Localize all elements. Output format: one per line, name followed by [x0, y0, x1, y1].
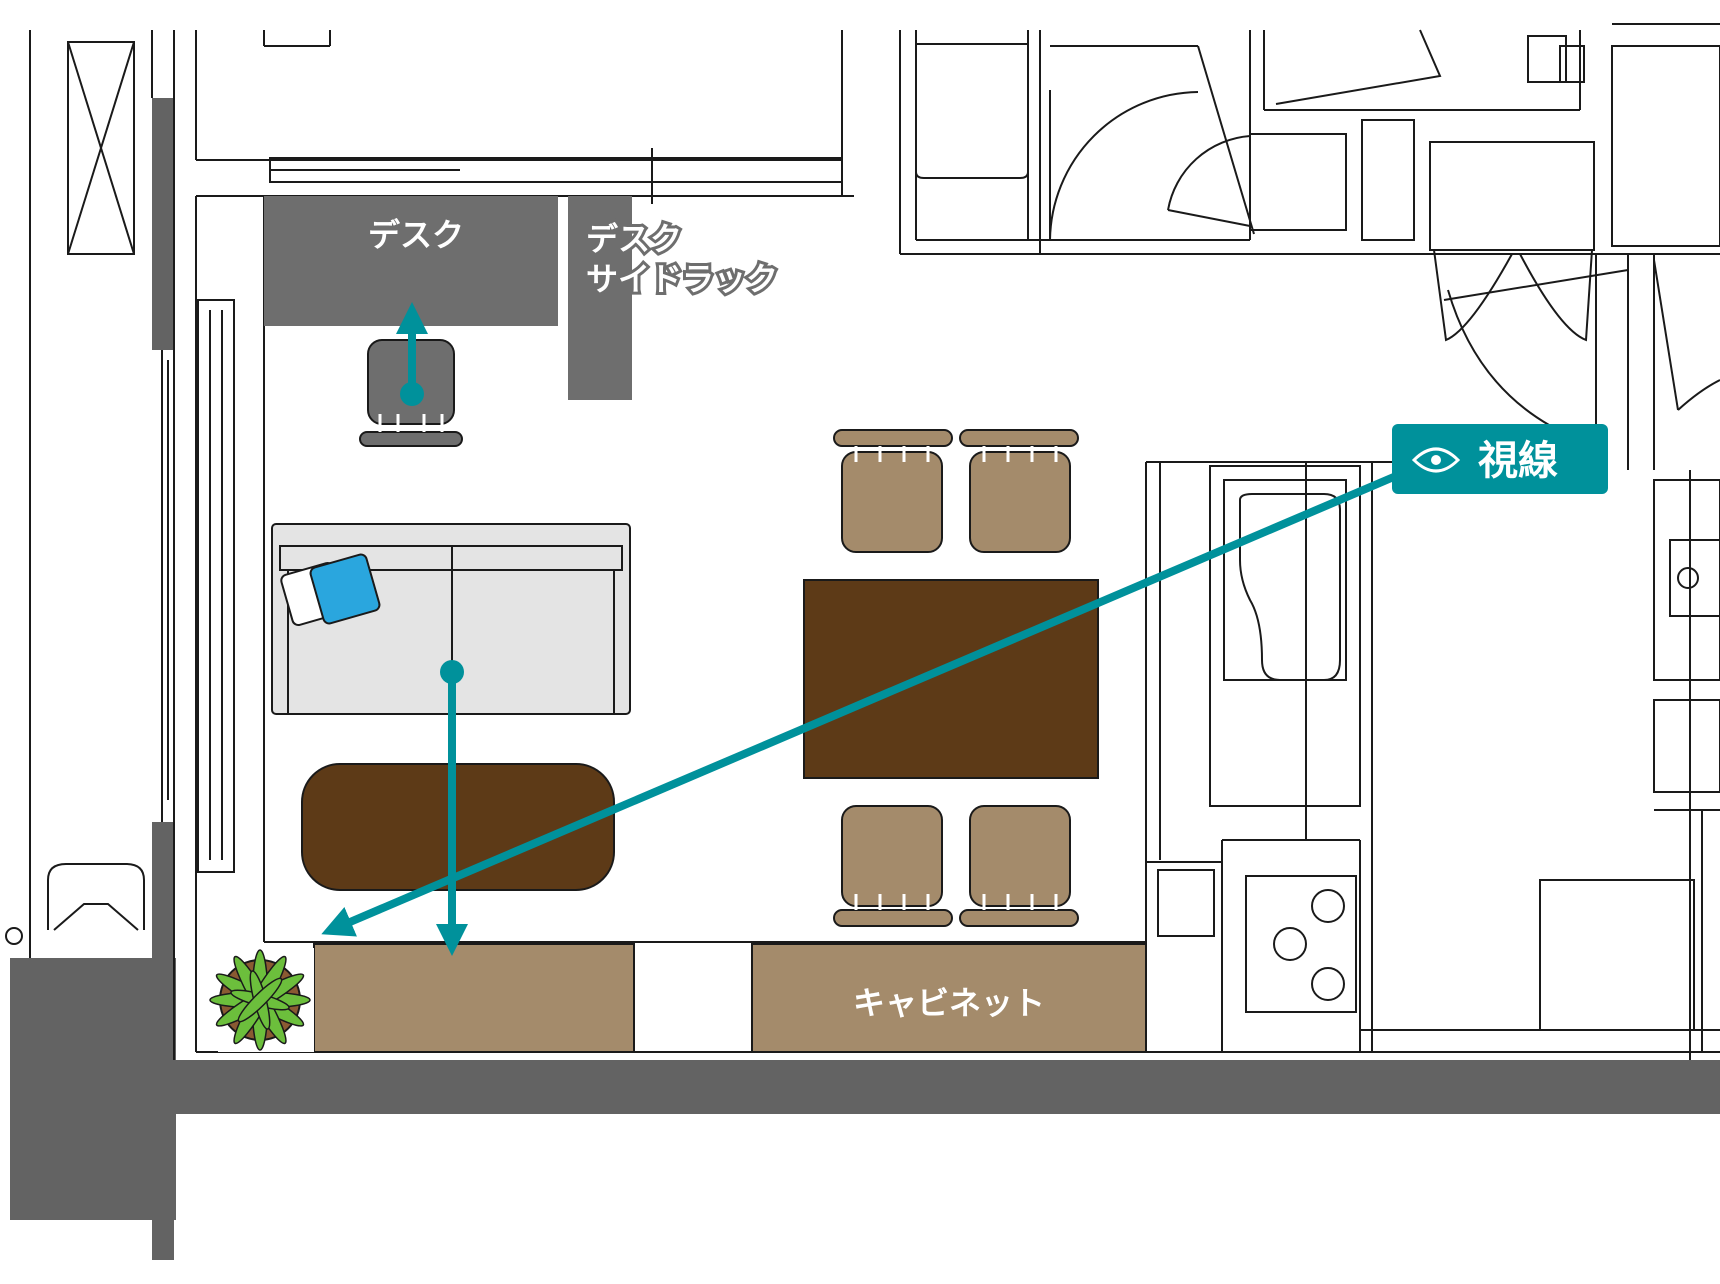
dining-chairs: [833, 429, 1079, 927]
cushion-blue: [309, 553, 381, 625]
legend-sight-line: 視線: [1392, 424, 1608, 494]
desk-side-rack-label-line1: デスク: [586, 220, 682, 258]
dining-chair: [959, 429, 1079, 553]
desk-side-rack-label-line2: サイドラック: [586, 260, 778, 298]
legend-label: 視線: [1478, 438, 1558, 484]
plant-icon: [209, 948, 314, 1052]
desk-side-rack: デスク サイドラック: [568, 196, 781, 400]
walls: [10, 98, 1720, 1260]
dining-chair: [833, 805, 953, 927]
dining-chair: [833, 429, 953, 553]
cabinet-label: キャビネット: [853, 984, 1045, 1022]
sight-lines: [321, 302, 1398, 956]
sofa: [271, 523, 631, 715]
cabinet: キャビネット: [751, 943, 1147, 1053]
desk: デスク: [264, 196, 558, 326]
viewpoint-sofa: [440, 660, 464, 684]
dining-table: [803, 579, 1099, 779]
desk-label: デスク: [368, 216, 464, 254]
viewpoint-desk: [400, 382, 424, 406]
eye-icon: [1411, 447, 1461, 473]
coffee-table: [301, 763, 615, 891]
sight-line-viewer: [321, 472, 1398, 937]
dining-chair: [959, 805, 1079, 927]
low-cabinet-left: [313, 943, 635, 1053]
